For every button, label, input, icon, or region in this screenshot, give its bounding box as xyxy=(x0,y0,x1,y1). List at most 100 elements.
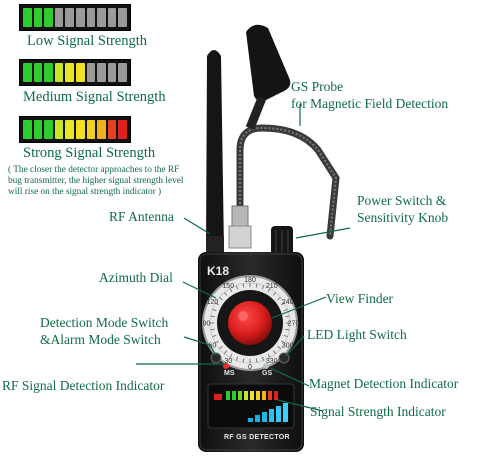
dial-tick xyxy=(210,315,215,318)
meter-segment xyxy=(44,120,53,139)
dial-tick xyxy=(210,328,215,331)
meter-segment xyxy=(75,63,85,82)
display-strength-bar xyxy=(262,412,267,422)
medium-signal-meter xyxy=(19,59,131,86)
rf-signal-indicator-label: RF Signal Detection Indicator xyxy=(2,378,165,393)
dial-tick xyxy=(235,285,239,290)
led-light-switch-label: LED Light Switch xyxy=(307,327,407,342)
display-level-segment xyxy=(262,391,266,400)
meter-segment xyxy=(97,120,106,139)
dial-tick xyxy=(267,288,271,293)
dial-tick xyxy=(229,353,233,358)
signal-display xyxy=(207,383,295,429)
dial-number: 90 xyxy=(203,321,211,328)
detection-mode-switch[interactable] xyxy=(210,352,222,364)
display-level-segment xyxy=(232,391,236,400)
power-knob xyxy=(271,226,293,260)
meter-segment xyxy=(86,8,96,27)
meter-segment xyxy=(33,63,43,82)
meter-segment xyxy=(23,63,32,82)
display-strength-bar xyxy=(255,415,260,422)
meter-segment xyxy=(118,63,127,82)
meter-segment xyxy=(54,120,64,139)
display-level-segment xyxy=(268,391,272,400)
dial-tick xyxy=(272,350,277,354)
rf-antenna xyxy=(206,50,224,256)
dial-tick xyxy=(229,288,233,293)
meter-segment xyxy=(107,8,117,27)
rf-antenna-label: RF Antenna xyxy=(109,209,174,224)
dial-tick xyxy=(242,358,245,363)
display-rf-mark xyxy=(214,394,222,400)
meter-segment xyxy=(65,8,74,27)
magnet-indicator-label: Magnet Detection Indicator xyxy=(309,376,459,391)
dial-number: 0 xyxy=(248,364,252,371)
meter-segment xyxy=(44,8,53,27)
low-signal-meter xyxy=(19,4,131,31)
meter-segment xyxy=(86,120,96,139)
dial-number: 30 xyxy=(224,358,232,365)
dial-tick xyxy=(280,302,285,306)
dial-tick xyxy=(242,283,245,288)
meter-segment xyxy=(33,8,43,27)
meter-segment xyxy=(65,63,74,82)
dial-tick xyxy=(277,345,281,350)
medium-signal-label: Medium Signal Strength xyxy=(23,89,166,105)
dial-number: 60 xyxy=(208,342,216,349)
gs-label: GS xyxy=(262,370,273,377)
dial-tick xyxy=(223,292,228,296)
dial-numbers: 150 180 210 240 270 300 330 0 30 60 90 120 xyxy=(203,277,300,371)
dial-tick xyxy=(272,292,277,296)
dial-tick xyxy=(285,315,290,318)
dial-number: 300 xyxy=(282,342,294,349)
dial-tick xyxy=(255,358,258,363)
display-level-segment xyxy=(244,391,248,400)
display-strength-bar xyxy=(283,403,288,422)
meter-segment xyxy=(75,8,85,27)
dial-tick xyxy=(215,302,220,306)
dial-tick xyxy=(212,334,217,338)
dial-number: 180 xyxy=(244,277,256,284)
dial-tick xyxy=(219,345,223,350)
meter-segment xyxy=(54,8,64,27)
strength-note: ( The closer the detector approaches to … xyxy=(8,165,184,197)
dial-number: 150 xyxy=(222,283,234,290)
meter-segment xyxy=(107,63,117,82)
dial-tick xyxy=(223,350,228,354)
leader-lines xyxy=(136,104,351,412)
gs-probe-label-2: for Magnetic Field Detection xyxy=(291,96,449,111)
gs-probe xyxy=(228,24,340,249)
display-level-segment xyxy=(238,391,242,400)
meter-segment xyxy=(75,120,85,139)
dial-number: 120 xyxy=(206,299,218,306)
detection-mode-label-2: &Alarm Mode Switch xyxy=(40,332,161,347)
strong-signal-label: Strong Signal Strength xyxy=(23,145,156,161)
strong-signal-meter xyxy=(19,116,131,143)
dial-ticks xyxy=(210,283,290,363)
dial-tick xyxy=(283,334,288,338)
display-level-segment xyxy=(256,391,260,400)
meter-segment xyxy=(97,63,106,82)
dial-number: 210 xyxy=(266,283,278,290)
dial-tick xyxy=(235,356,239,361)
dial-tick xyxy=(219,296,223,301)
meter-segment xyxy=(118,120,127,139)
meter-segment xyxy=(23,120,32,139)
power-switch-label-2: Sensitivity Knob xyxy=(357,210,449,225)
dial-tick xyxy=(261,356,265,361)
power-switch-label-1: Power Switch & xyxy=(357,193,447,208)
ms-label: MS xyxy=(224,370,235,377)
dial-tick xyxy=(277,296,281,301)
magnet-led xyxy=(263,363,269,369)
dial-number: 330 xyxy=(266,358,278,365)
dial-number: 240 xyxy=(282,299,294,306)
bottom-label: RF GS DETECTOR xyxy=(224,434,290,441)
meter-segment xyxy=(86,63,96,82)
meter-segment xyxy=(118,8,127,27)
dial-number: 270 xyxy=(288,321,300,328)
dial-tick xyxy=(280,340,285,344)
view-finder-label: View Finder xyxy=(326,291,394,306)
display-strength-bar xyxy=(269,409,274,422)
